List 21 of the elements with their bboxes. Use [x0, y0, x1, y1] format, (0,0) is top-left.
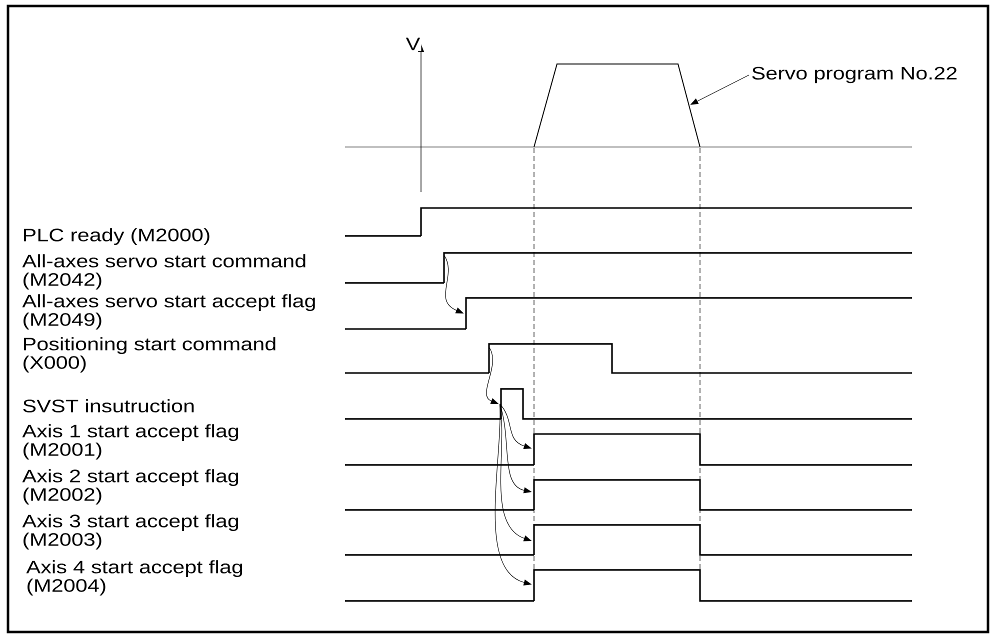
signal-label: PLC ready (M2000) — [24, 228, 210, 245]
signal-label: Axis 1 start accept flag (M2001) — [22, 424, 238, 460]
signal-waveform — [488, 343, 912, 374]
signal-waveform — [533, 569, 912, 602]
signal-waveform — [465, 297, 912, 329]
signal-waveform — [500, 388, 912, 420]
signal-waveform — [533, 433, 912, 466]
callout-text: Servo program No.22 — [752, 66, 957, 84]
signal-label: Positioning start command (X000) — [24, 337, 276, 372]
signal-label: SVST insutruction — [23, 399, 194, 412]
signal-waveform — [443, 252, 912, 283]
signal-label: Axis 3 start accept flag (M2003) — [22, 514, 238, 550]
signal-label: All-axes servo start accept flag (M2049) — [22, 294, 315, 330]
signal-label: Axis 4 start accept flag (M2004) — [26, 560, 242, 596]
signal-label: All-axes servo start command (M2042) — [22, 254, 306, 290]
signal-waveform — [533, 524, 912, 556]
signal-waveform — [420, 207, 912, 236]
signal-waveform — [533, 479, 912, 511]
signal-label: Axis 2 start accept flag (M2002) — [22, 469, 238, 504]
velocity-profile — [534, 64, 700, 148]
axis-label: V — [404, 36, 422, 52]
